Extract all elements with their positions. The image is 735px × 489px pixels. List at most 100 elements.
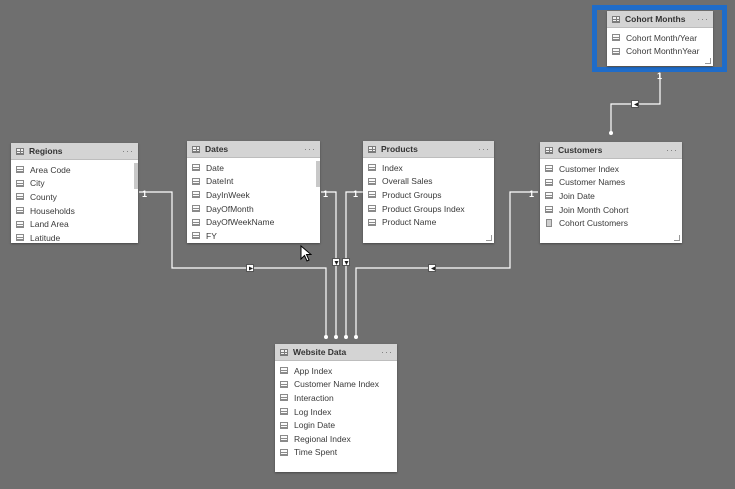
- field-overall-sales[interactable]: Overall Sales: [363, 175, 494, 189]
- column-icon: [280, 394, 288, 402]
- rel-line-regions-website: [139, 191, 327, 336]
- cardinality-one-cohort: 1: [657, 71, 663, 81]
- field-households[interactable]: Households: [11, 204, 138, 218]
- column-icon: [192, 218, 200, 226]
- field-interaction[interactable]: Interaction: [275, 391, 397, 405]
- many-dot-3: [344, 335, 348, 339]
- column-icon: [280, 380, 288, 388]
- table-customers[interactable]: Customers ··· Customer Index Customer Na…: [540, 142, 682, 243]
- field-regional-index[interactable]: Regional Index: [275, 432, 397, 446]
- column-icon: [368, 205, 376, 213]
- more-options-icon[interactable]: ···: [122, 146, 134, 156]
- field-area-code[interactable]: Area Code: [11, 163, 138, 177]
- more-options-icon[interactable]: ···: [304, 144, 316, 154]
- table-title: Website Data: [293, 347, 347, 357]
- table-products[interactable]: Products ··· Index Overall Sales Product…: [363, 141, 494, 243]
- table-website-data[interactable]: Website Data ··· App Index Customer Name…: [275, 344, 397, 472]
- table-header[interactable]: Dates ···: [187, 141, 320, 158]
- column-icon: [612, 47, 620, 55]
- field-date[interactable]: Date: [187, 161, 320, 175]
- column-icon: [192, 164, 200, 172]
- field-dateint[interactable]: DateInt: [187, 175, 320, 189]
- field-county[interactable]: County: [11, 190, 138, 204]
- column-icon: [368, 191, 376, 199]
- table-title: Products: [381, 144, 418, 154]
- field-cohort-monthnyear[interactable]: Cohort MonthnYear: [607, 45, 713, 59]
- field-product-groups-index[interactable]: Product Groups Index: [363, 202, 494, 216]
- column-icon: [545, 192, 553, 200]
- vertical-scrollbar[interactable]: [316, 161, 320, 187]
- field-cohort-month-year[interactable]: Cohort Month/Year: [607, 31, 713, 45]
- table-header[interactable]: Website Data ···: [275, 344, 397, 361]
- column-icon: [16, 207, 24, 215]
- more-options-icon[interactable]: ···: [478, 144, 490, 154]
- column-icon: [545, 206, 553, 214]
- cardinality-one-dates: 1: [323, 189, 329, 199]
- table-header[interactable]: Regions ···: [11, 143, 138, 160]
- arrow-icon[interactable]: [342, 258, 350, 266]
- column-icon: [192, 191, 200, 199]
- field-latitude[interactable]: Latitude: [11, 231, 138, 243]
- arrow-icon[interactable]: [428, 264, 436, 272]
- field-customer-names[interactable]: Customer Names: [540, 176, 682, 190]
- field-customer-name-index[interactable]: Customer Name Index: [275, 378, 397, 392]
- field-join-date[interactable]: Join Date: [540, 189, 682, 203]
- arrow-icon[interactable]: [332, 258, 340, 266]
- resize-handle[interactable]: [486, 235, 492, 241]
- column-icon: [192, 205, 200, 213]
- field-index[interactable]: Index: [363, 161, 494, 175]
- column-icon: [16, 220, 24, 228]
- column-icon: [192, 232, 200, 240]
- table-icon: [16, 147, 24, 155]
- resize-handle[interactable]: [674, 235, 680, 241]
- cardinality-one-products: 1: [353, 189, 359, 199]
- more-options-icon[interactable]: ···: [381, 347, 393, 357]
- field-dayofweekname[interactable]: DayOfWeekName: [187, 215, 320, 229]
- rel-line-customers-website: [355, 191, 538, 336]
- vertical-scrollbar[interactable]: [134, 163, 138, 189]
- table-icon: [545, 146, 553, 154]
- column-icon: [368, 164, 376, 172]
- column-icon: [280, 408, 288, 416]
- column-icon: [368, 218, 376, 226]
- column-icon: [280, 435, 288, 443]
- table-title: Regions: [29, 146, 63, 156]
- column-icon: [16, 193, 24, 201]
- field-dayofmonth[interactable]: DayOfMonth: [187, 202, 320, 216]
- table-icon: [192, 145, 200, 153]
- arrow-icon[interactable]: [246, 264, 254, 272]
- table-header[interactable]: Customers ···: [540, 142, 682, 159]
- column-icon: [545, 178, 553, 186]
- column-icon: [280, 367, 288, 375]
- table-header[interactable]: Products ···: [363, 141, 494, 158]
- table-regions[interactable]: Regions ··· Area Code City County Househ…: [11, 143, 138, 243]
- field-app-index[interactable]: App Index: [275, 364, 397, 378]
- field-login-date[interactable]: Login Date: [275, 418, 397, 432]
- field-dayinweek[interactable]: DayInWeek: [187, 188, 320, 202]
- table-title: Customers: [558, 145, 603, 155]
- column-icon: [612, 34, 620, 42]
- field-customer-index[interactable]: Customer Index: [540, 162, 682, 176]
- field-join-month-cohort[interactable]: Join Month Cohort: [540, 203, 682, 217]
- field-product-groups[interactable]: Product Groups: [363, 188, 494, 202]
- column-icon: [280, 448, 288, 456]
- field-product-name[interactable]: Product Name: [363, 215, 494, 229]
- field-fy[interactable]: FY: [187, 229, 320, 243]
- table-dates[interactable]: Dates ··· Date DateInt DayInWeek DayOfMo…: [187, 141, 320, 243]
- field-time-spent[interactable]: Time Spent: [275, 446, 397, 460]
- arrow-icon[interactable]: [631, 100, 639, 108]
- field-log-index[interactable]: Log Index: [275, 405, 397, 419]
- rel-line-dates-website: [321, 191, 337, 336]
- field-cohort-customers[interactable]: Cohort Customers: [540, 216, 682, 230]
- resize-handle[interactable]: [705, 58, 711, 64]
- more-options-icon[interactable]: ···: [666, 145, 678, 155]
- field-land-area[interactable]: Land Area: [11, 217, 138, 231]
- more-options-icon[interactable]: ···: [697, 14, 709, 24]
- field-city[interactable]: City: [11, 177, 138, 191]
- table-header[interactable]: Cohort Months ···: [607, 11, 713, 28]
- table-icon: [612, 15, 620, 23]
- table-icon: [280, 348, 288, 356]
- table-cohort-months[interactable]: Cohort Months ··· Cohort Month/Year Coho…: [607, 11, 713, 66]
